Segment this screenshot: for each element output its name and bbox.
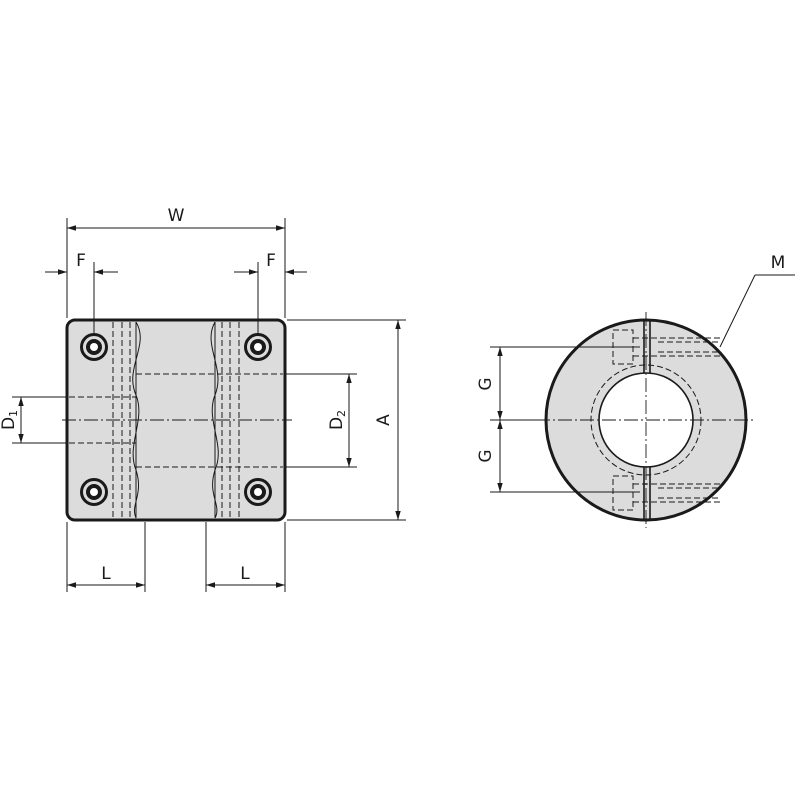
break-line-left (132, 321, 141, 519)
break-line-right (210, 321, 219, 519)
label-m: M (771, 253, 786, 273)
label-f-left: F (76, 251, 86, 271)
label-g-top: G (476, 377, 496, 390)
dimension-l-right: L (205, 522, 286, 592)
dimension-l-left: L (66, 522, 146, 592)
dimension-w: W (66, 206, 286, 318)
label-l-left: L (101, 564, 111, 584)
label-w: W (168, 206, 185, 226)
dimension-d1: D1 (0, 396, 67, 444)
hidden-screw-bottom (612, 475, 720, 511)
label-l-right: L (240, 564, 250, 584)
bolt-bottom-right (244, 478, 272, 506)
dimension-d2: D2 (285, 373, 357, 468)
dimension-g: G G (476, 346, 640, 493)
dimension-f-left: F (45, 251, 118, 333)
label-d1: D1 (0, 410, 20, 430)
bolt-top-right (244, 333, 272, 361)
dimension-f-right: F (234, 251, 307, 333)
front-view: W F F A D2 (0, 206, 406, 592)
label-f-right: F (266, 251, 276, 271)
side-view: G G M (476, 253, 795, 528)
leader-m: M (719, 253, 795, 348)
hidden-lines (69, 322, 283, 518)
bolt-bottom-left (80, 478, 108, 506)
bolt-top-left (80, 333, 108, 361)
label-a: A (374, 414, 394, 426)
label-d2: D2 (327, 410, 348, 430)
label-g-bottom: G (476, 449, 496, 462)
dimension-a: A (287, 319, 406, 521)
